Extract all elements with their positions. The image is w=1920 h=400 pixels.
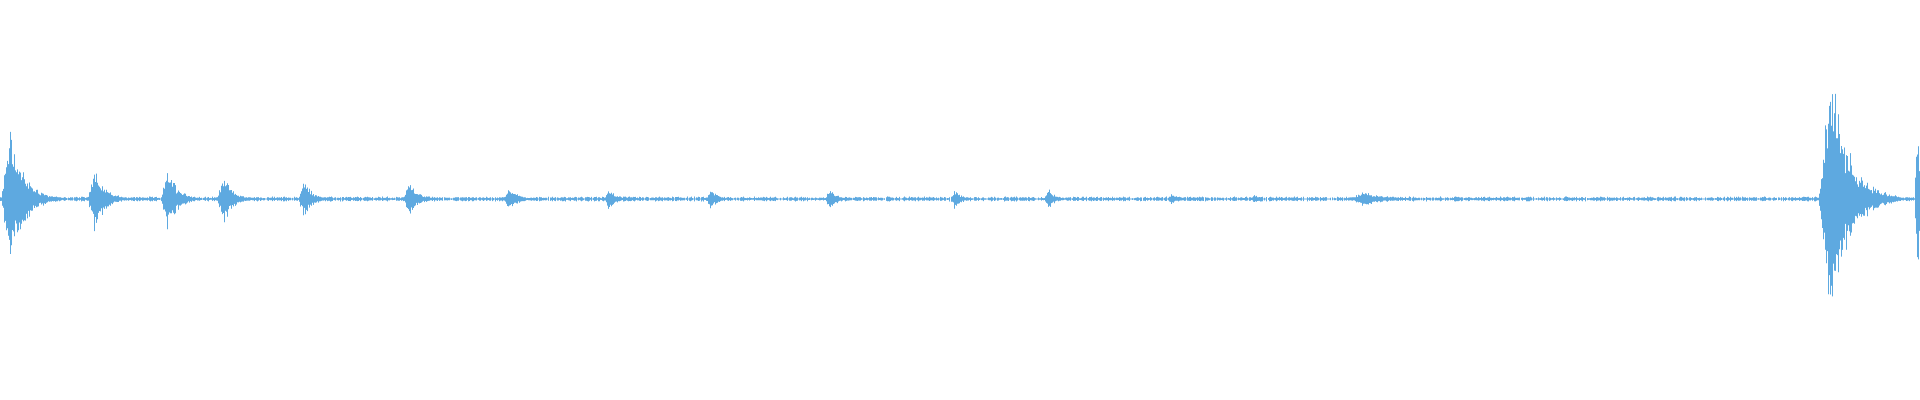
- waveform-bars: [0, 93, 1920, 297]
